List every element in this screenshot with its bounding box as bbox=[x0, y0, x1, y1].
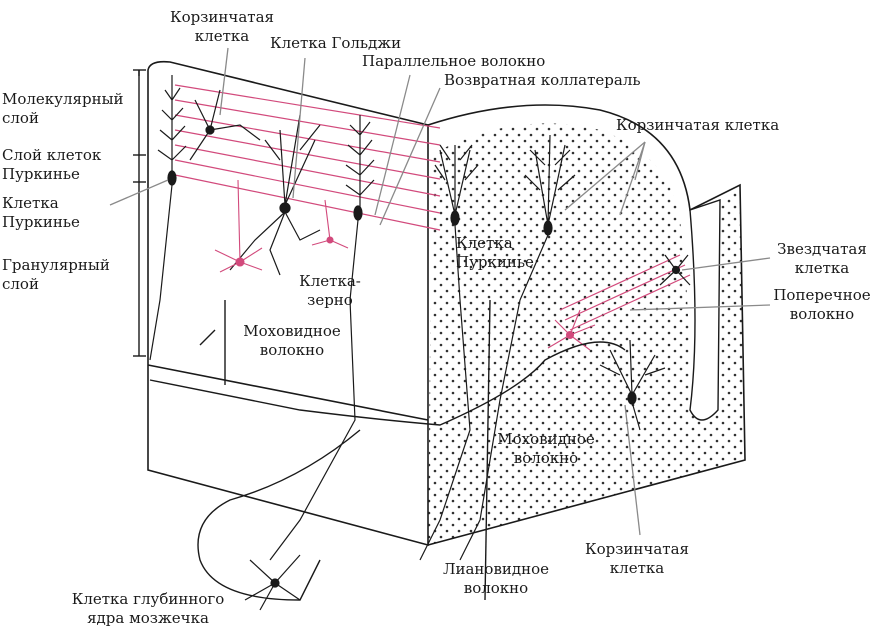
label-recurrent-collateral: Возвратная коллатераль bbox=[444, 71, 641, 89]
label-basket-cell-right: Корзинчатая клетка bbox=[616, 116, 780, 134]
purkinje-cell-middle bbox=[269, 115, 375, 561]
granule-cell-right bbox=[547, 309, 596, 351]
granule-cell-center bbox=[311, 199, 349, 249]
purkinje-cell-right-face-3 bbox=[599, 339, 666, 431]
purkinje-cell-left bbox=[149, 75, 187, 361]
label-golgi-cell: Клетка Гольджи bbox=[270, 34, 402, 52]
tissue-block bbox=[147, 60, 746, 547]
deep-nucleus-cell bbox=[244, 554, 301, 611]
label-parallel-fiber: Параллельное волокно bbox=[362, 52, 546, 70]
parallel-fibers bbox=[174, 84, 441, 231]
white-matter-fold bbox=[689, 199, 721, 421]
leader-lines bbox=[109, 47, 771, 536]
granular-layer-right-face bbox=[428, 123, 745, 546]
stellate-cell bbox=[659, 254, 691, 286]
purkinje-cell-right-face-2 bbox=[459, 134, 576, 561]
transverse-fibers bbox=[559, 254, 691, 331]
basket-cell-top bbox=[189, 89, 261, 161]
layer-bracket bbox=[133, 69, 146, 357]
purkinje-cell-right-face-1 bbox=[419, 144, 479, 561]
mossy-fibers bbox=[149, 299, 626, 601]
granule-cell-left bbox=[214, 179, 263, 273]
label-granule-cell: Клетка-зерно bbox=[299, 272, 361, 309]
golgi-cell bbox=[229, 114, 321, 276]
